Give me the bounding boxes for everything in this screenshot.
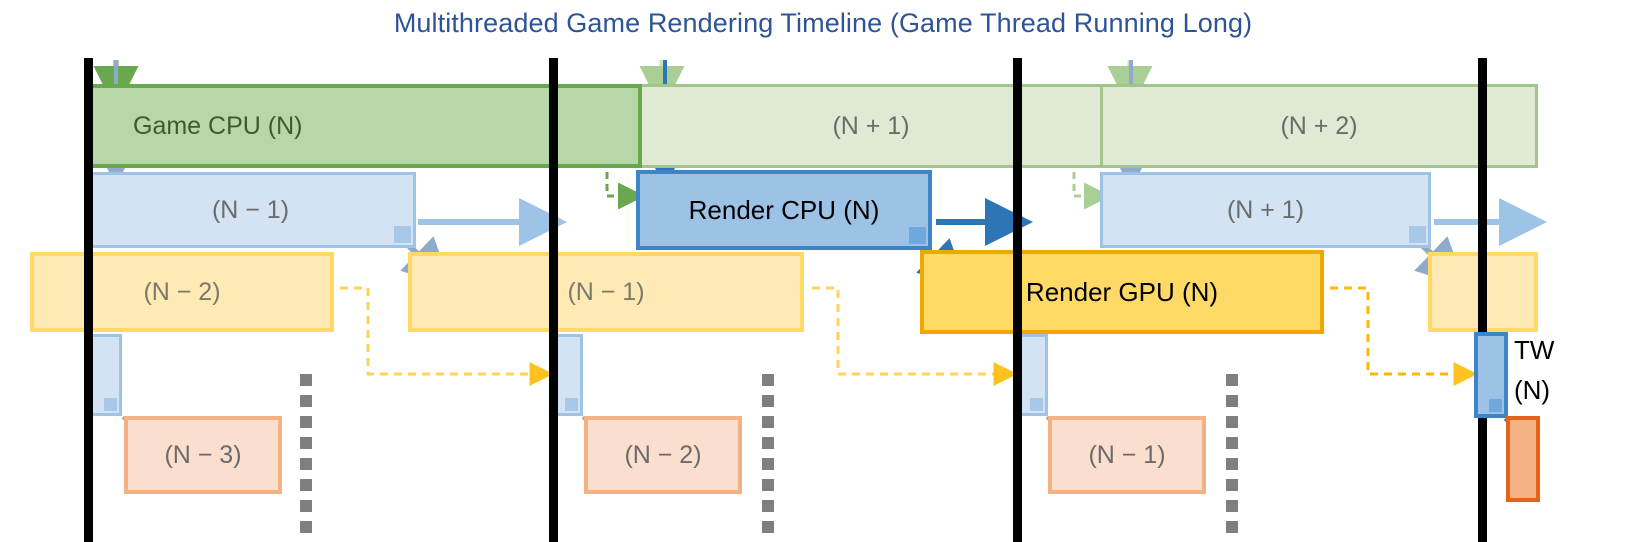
block-label: Render CPU (N)	[688, 194, 880, 225]
timewarp-block-n-minus-3[interactable]	[90, 334, 122, 416]
render-gpu-block-n-minus-1[interactable]: (N − 1)	[408, 252, 804, 332]
block-label: (N − 2)	[624, 440, 702, 469]
display-block-n-minus-1[interactable]: (N − 1)	[1048, 416, 1206, 494]
render-gpu-block-n[interactable]: Render GPU (N)	[920, 250, 1324, 334]
block-label: (N + 1)	[832, 111, 910, 140]
block-corner-notch	[1489, 399, 1502, 412]
game-cpu-block-n[interactable]: Game CPU (N)	[85, 84, 642, 168]
block-corner-notch	[104, 398, 117, 411]
block-corner-notch	[394, 226, 411, 243]
block-corner-notch	[1409, 226, 1426, 243]
timewarp-block-n[interactable]	[1474, 332, 1508, 418]
block-label: (N − 2)	[143, 277, 221, 306]
timewarp-label-line1: TW	[1514, 335, 1555, 365]
block-label: (N − 1)	[211, 195, 290, 224]
render-gpu-block-n-minus-2[interactable]: (N − 2)	[30, 252, 334, 332]
page-title: Multithreaded Game Rendering Timeline (G…	[393, 8, 1253, 38]
display-block-n-minus-2[interactable]: (N − 2)	[584, 416, 742, 494]
block-corner-notch	[565, 398, 578, 411]
display-block-n[interactable]	[1506, 416, 1540, 502]
vsync-line-1	[84, 58, 93, 542]
block-label: (N − 1)	[567, 277, 645, 306]
game-cpu-block-n-plus-1[interactable]: (N + 1)	[638, 84, 1104, 168]
timewarp-label-line2: (N)	[1514, 375, 1551, 405]
arrow-right-icon-game-handoff-next	[1072, 172, 1111, 210]
vertical-ellipsis-icon-1	[300, 374, 312, 542]
block-label: (N − 1)	[1088, 440, 1166, 469]
game-cpu-block-n-plus-2[interactable]: (N + 2)	[1100, 84, 1538, 168]
vsync-line-3	[1013, 58, 1022, 542]
block-label: (N + 2)	[1280, 111, 1358, 140]
vsync-line-4	[1478, 58, 1487, 542]
vertical-ellipsis-icon-2	[762, 374, 774, 542]
block-label: Game CPU (N)	[133, 111, 303, 140]
block-label: (N − 3)	[164, 440, 242, 469]
display-block-n-minus-3[interactable]: (N − 3)	[124, 416, 282, 494]
block-label: Render GPU (N)	[1025, 276, 1219, 307]
arrow-right-icon-game-handoff-n	[605, 172, 645, 210]
block-label: (N + 1)	[1226, 195, 1305, 224]
render-cpu-block-n-plus-1[interactable]: (N + 1)	[1100, 172, 1431, 248]
render-cpu-block-n[interactable]: Render CPU (N)	[636, 170, 932, 250]
render-cpu-block-n-minus-1[interactable]: (N − 1)	[85, 172, 416, 248]
block-corner-notch	[1030, 398, 1043, 411]
vertical-ellipsis-icon-3	[1226, 374, 1238, 542]
vsync-line-2	[549, 58, 558, 542]
block-corner-notch	[909, 227, 926, 244]
